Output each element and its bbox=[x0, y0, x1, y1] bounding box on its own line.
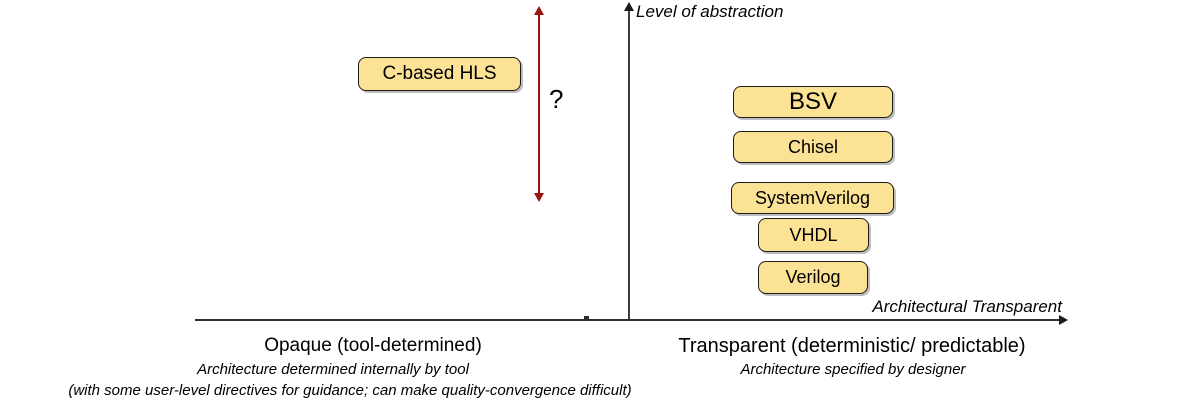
red-double-arrow-line bbox=[538, 13, 540, 195]
y-axis-label: Level of abstraction bbox=[636, 2, 784, 21]
box-vhdl: VHDL bbox=[758, 218, 869, 252]
box-chisel: Chisel bbox=[733, 131, 893, 163]
box-c-based-hls: C-based HLS bbox=[358, 57, 521, 91]
y-axis-line bbox=[628, 8, 630, 321]
opaque-region-subtitle: Architecture determined internally by to… bbox=[197, 361, 469, 378]
red-down-arrowhead-icon bbox=[534, 193, 544, 202]
opaque-region-title: Opaque (tool-determined) bbox=[264, 335, 482, 356]
transparent-region-subtitle: Architecture specified by designer bbox=[740, 361, 966, 378]
box-systemverilog: SystemVerilog bbox=[731, 182, 894, 214]
transparent-region-title: Transparent (deterministic/ predictable) bbox=[678, 335, 1026, 357]
x-axis-right-arrowhead-icon bbox=[1059, 315, 1068, 325]
opaque-region-note: (with some user-level directives for gui… bbox=[68, 382, 632, 399]
x-axis-line bbox=[195, 319, 1061, 321]
box-verilog: Verilog bbox=[758, 261, 868, 294]
y-axis-up-arrowhead-icon bbox=[624, 2, 634, 11]
x-axis-label: Architectural Transparent bbox=[872, 297, 1062, 316]
red-up-arrowhead-icon bbox=[534, 6, 544, 15]
question-mark-label: ? bbox=[549, 84, 564, 114]
x-axis-tick bbox=[584, 316, 589, 319]
box-bsv: BSV bbox=[733, 86, 893, 118]
